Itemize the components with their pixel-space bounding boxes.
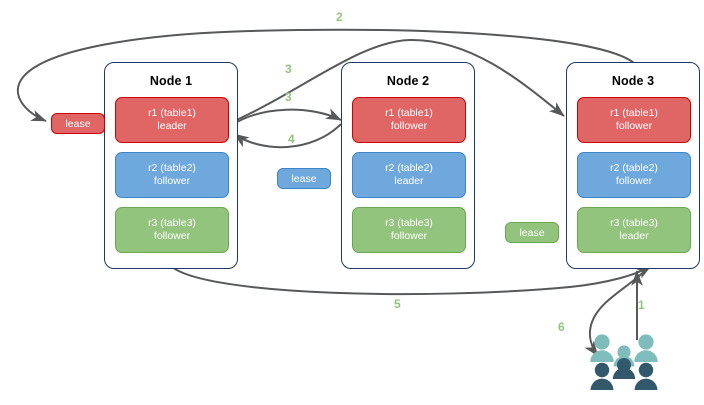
node-2-replica-r3: r3 (table3) follower xyxy=(352,207,466,253)
node-2-replica-r3-name: r3 (table3) xyxy=(385,217,433,229)
node-3-replica-r3-name: r3 (table3) xyxy=(610,217,658,229)
node-3-replica-r2: r2 (table2) follower xyxy=(577,152,691,198)
lease-badge-r2: lease xyxy=(277,168,331,189)
step-label-6: 6 xyxy=(558,320,565,334)
step-label-3-long: 3 xyxy=(285,62,292,76)
node-2-replica-r2-role: leader xyxy=(394,175,424,187)
node-2-replica-r1: r1 (table1) follower xyxy=(352,97,466,143)
step-label-1: 1 xyxy=(638,298,645,312)
node-2-replica-r1-name: r1 (table1) xyxy=(385,107,433,119)
node-3-replica-r2-role: follower xyxy=(615,175,653,187)
node-1: Node 1 r1 (table1) leader r2 (table2) fo… xyxy=(104,62,238,269)
step-label-3-short: 3 xyxy=(285,90,292,104)
node-1-replica-r2-role: follower xyxy=(153,175,191,187)
node-1-replica-r1: r1 (table1) leader xyxy=(115,97,229,143)
node-1-title: Node 1 xyxy=(149,74,193,88)
node-1-replica-r2: r2 (table2) follower xyxy=(115,152,229,198)
node-2-replica-r2-name: r2 (table2) xyxy=(385,162,433,174)
people-group-icon xyxy=(590,334,658,390)
node-1-replica-r1-role: leader xyxy=(157,120,187,132)
node-1-replica-r3-name: r3 (table3) xyxy=(148,217,196,229)
step-label-5: 5 xyxy=(394,297,401,311)
node-2-replica-r3-role: follower xyxy=(390,230,428,242)
node-2-replica-r1-role: follower xyxy=(390,120,428,132)
node-3: Node 3 r1 (table1) follower r2 (table2) … xyxy=(566,62,700,269)
node-1-replica-r3-role: follower xyxy=(153,230,191,242)
node-2-replica-r2: r2 (table2) leader xyxy=(352,152,466,198)
node-1-replica-r1-name: r1 (table1) xyxy=(148,107,196,119)
node-3-replica-r1-name: r1 (table1) xyxy=(610,107,658,119)
step-label-2: 2 xyxy=(336,10,343,24)
node-3-replica-r2-name: r2 (table2) xyxy=(610,162,658,174)
arrow-step-3-short xyxy=(231,108,342,126)
node-3-replica-r3: r3 (table3) leader xyxy=(577,207,691,253)
node-3-title: Node 3 xyxy=(611,74,655,88)
node-3-replica-r3-role: leader xyxy=(619,230,649,242)
node-2: Node 2 r1 (table1) follower r2 (table2) … xyxy=(341,62,475,269)
node-3-replica-r1: r1 (table1) follower xyxy=(577,97,691,143)
arrow-step-5 xyxy=(171,265,652,296)
node-1-replica-r3: r3 (table3) follower xyxy=(115,207,229,253)
node-3-replica-r1-role: follower xyxy=(615,120,653,132)
step-label-4: 4 xyxy=(288,132,295,146)
node-2-title: Node 2 xyxy=(386,74,430,88)
node-1-replica-r2-name: r2 (table2) xyxy=(148,162,196,174)
lease-badge-r3: lease xyxy=(505,222,559,243)
lease-badge-r1: lease xyxy=(51,113,105,134)
